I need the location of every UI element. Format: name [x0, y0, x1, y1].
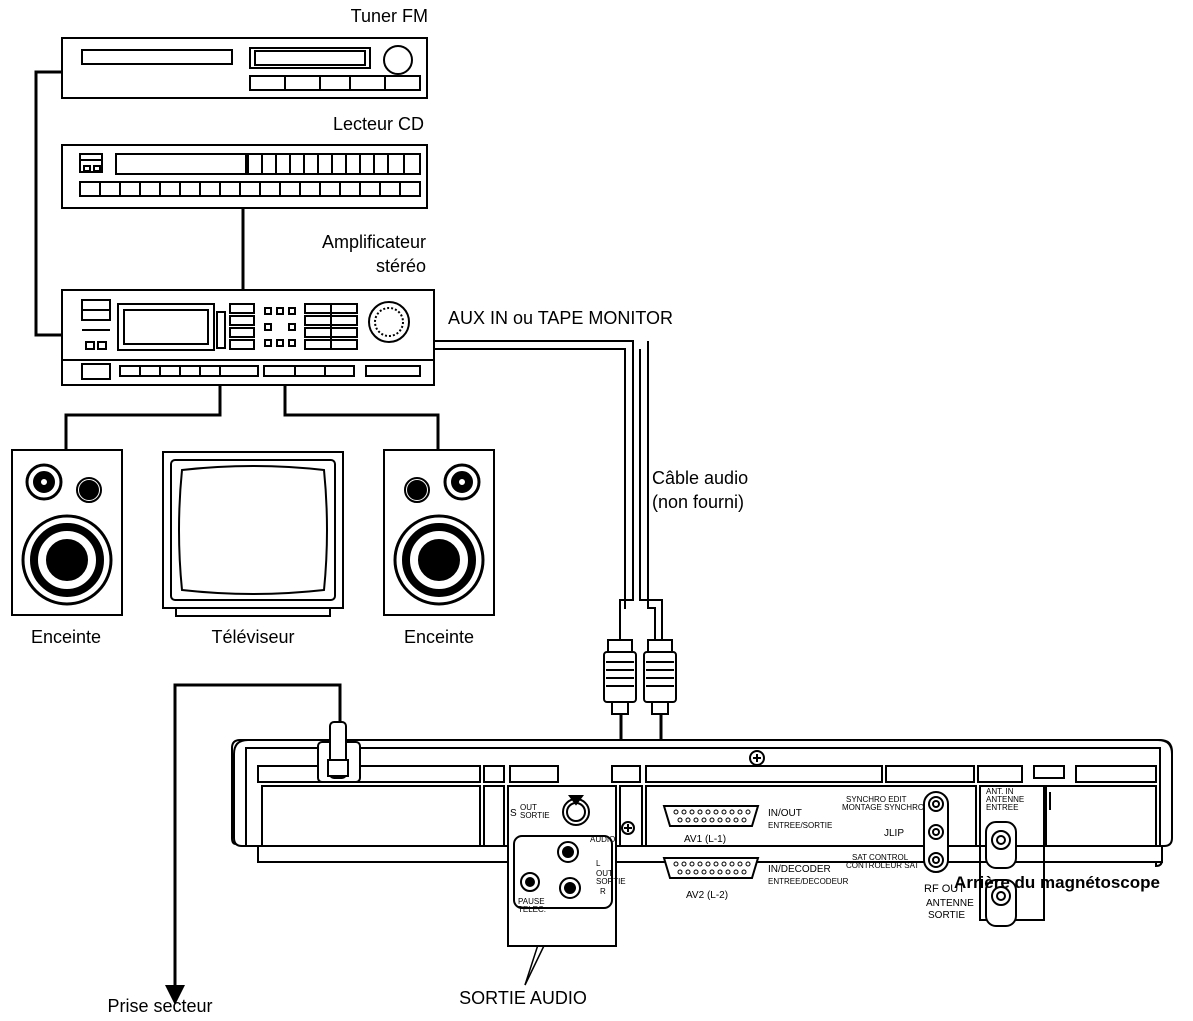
telec-label: TELEC.: [518, 905, 546, 914]
av1-entree-label: ENTREE/SORTIE: [768, 821, 832, 830]
rca-plug-left: [603, 639, 637, 715]
speaker-left: [11, 449, 123, 616]
amp-label-line2: stéréo: [376, 256, 426, 276]
amp-speaker-left-wire: [64, 385, 222, 450]
cable-label-line2: (non fourni): [652, 492, 744, 512]
rf-out-label: RF OUT: [924, 883, 965, 895]
cable-label-line1: Câble audio: [652, 468, 748, 488]
cd-player: [61, 144, 428, 209]
audio-tag-label: AUDIO: [590, 835, 615, 844]
tuner-amp-wire: [34, 70, 62, 337]
panel-labels: S OUT SORTIE AUDIO L OUT SORTIE R PAUSE …: [510, 787, 1024, 921]
av2-indec-label: IN/DECODER: [768, 864, 831, 875]
sortie-label: SORTIE: [596, 877, 626, 886]
aux-label: AUX IN ou TAPE MONITOR: [448, 308, 673, 328]
jlip-label: JLIP: [884, 828, 904, 839]
main-labels: Tuner FM Lecteur CD Amplificateur stéréo…: [31, 6, 1160, 1016]
power-cord-clamp: [317, 721, 361, 783]
ant-antenne-label: ANTENNE: [986, 795, 1024, 804]
rf-antenne-label: ANTENNE: [926, 898, 974, 909]
pause-label: PAUSE: [518, 897, 545, 906]
power-cord: [173, 683, 342, 985]
speaker-left-label: Enceinte: [31, 627, 101, 647]
cd-label: Lecteur CD: [333, 114, 424, 134]
control-jacks: [923, 791, 949, 873]
television: [162, 451, 344, 617]
tuner-fm: [61, 37, 428, 99]
r-label: R: [600, 887, 606, 896]
rca-plug-right: [643, 639, 677, 715]
vcr-rear-label: Arrière du magnétoscope: [954, 873, 1160, 892]
stereo-amplifier: [61, 289, 435, 386]
svideo-audio-section: [507, 785, 617, 947]
s-letter: S: [510, 808, 517, 819]
mains-label: Prise secteur: [107, 996, 212, 1016]
wiring: [34, 70, 440, 985]
av2-entree-label: ENTREE/DECODEUR: [768, 877, 849, 886]
audio-out-label: SORTIE AUDIO: [459, 988, 587, 1008]
s-out-label: OUT: [520, 803, 537, 812]
av1-label: AV1 (L-1): [684, 834, 726, 845]
synchro1-label: SYNCHRO EDIT: [846, 795, 907, 804]
mains-arrow-icon: [165, 985, 185, 1005]
ant-in-label: ANT. IN: [986, 787, 1014, 796]
ant-entree-label: ENTREE: [986, 803, 1018, 812]
out-label: OUT: [596, 869, 613, 878]
s-sortie-label: SORTIE: [520, 811, 550, 820]
av2-label: AV2 (L-2): [686, 890, 728, 901]
speaker-right-label: Enceinte: [404, 627, 474, 647]
sat1-label: SAT CONTROL: [852, 853, 909, 862]
sat2-label: CONTROLEUR SAT: [846, 861, 919, 870]
tuner-label: Tuner FM: [351, 6, 428, 26]
tv-label: Téléviseur: [211, 627, 294, 647]
speaker-right: [383, 449, 495, 616]
l-label: L: [596, 859, 601, 868]
synchro2-label: MONTAGE SYNCHRO: [842, 803, 924, 812]
audio-cable: [433, 340, 663, 640]
av-pins: [673, 809, 751, 875]
amp-label-line1: Amplificateur: [322, 232, 426, 252]
amp-speaker-right-wire: [283, 385, 440, 450]
antenna-jacks: [979, 785, 1051, 927]
rf-sortie-label: SORTIE: [928, 910, 965, 921]
av1-inout-label: IN/OUT: [768, 808, 802, 819]
